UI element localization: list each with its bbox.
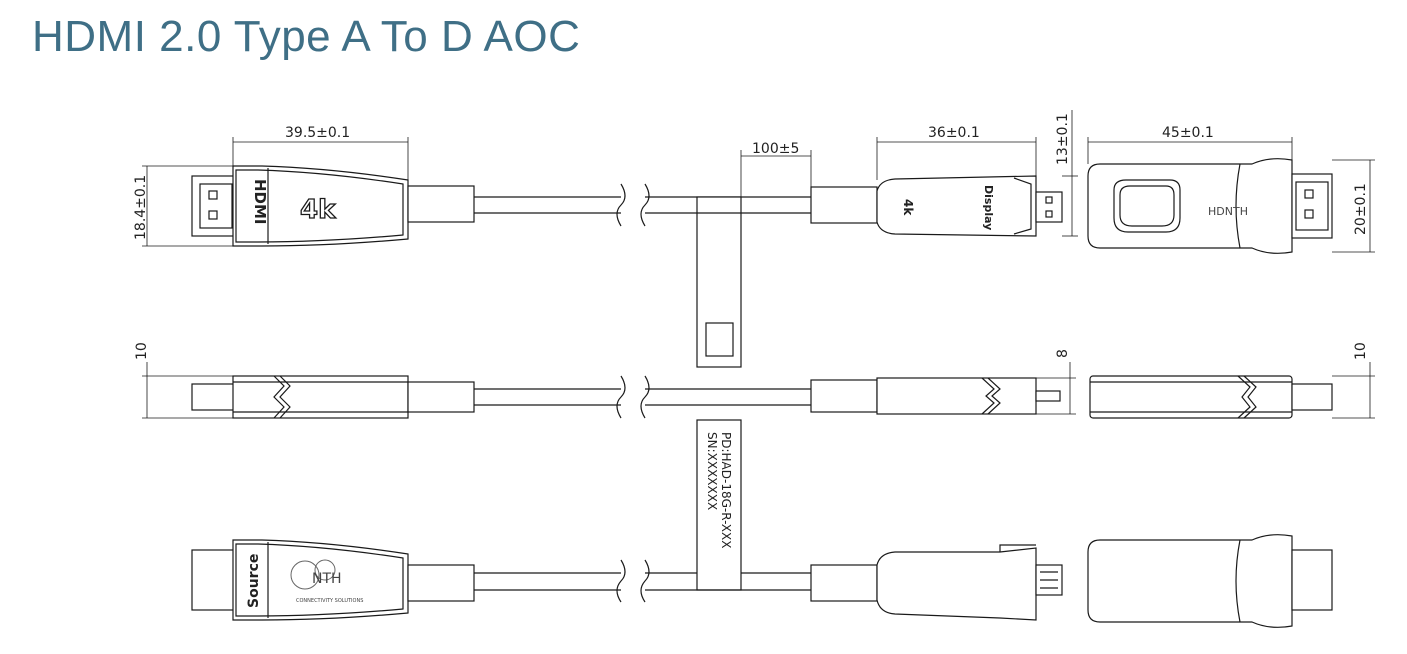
source-text-label: Source (246, 554, 262, 608)
label-tag (696, 196, 742, 368)
dim-display-height: 13±0.1 (1055, 113, 1071, 165)
brand-logo-text: NTH (312, 571, 342, 587)
row-side-view (191, 375, 1333, 419)
dim-source-height: 18.4±0.1 (133, 175, 149, 240)
dimension-lines-row1 (142, 110, 1375, 253)
display-strain-relief (810, 186, 878, 224)
dim-source-length: 39.5±0.1 (285, 125, 350, 141)
display-text-label: Display (982, 185, 995, 230)
dim-source-thickness: 10 (134, 342, 150, 360)
tag-line1: PD:HAD-18G-R-XXX (719, 432, 733, 548)
source-housing (232, 165, 409, 247)
adapter-housing-back (1087, 534, 1293, 628)
source-plug-back (191, 549, 235, 611)
dim-adapter-length: 45±0.1 (1162, 125, 1214, 141)
display-plug-tip (1035, 191, 1063, 223)
label-tag-printed (696, 419, 742, 591)
source-strain-relief (407, 185, 475, 223)
tag-line2: SN:XXXXXXX (705, 432, 719, 510)
dim-adapter-thickness: 10 (1353, 342, 1369, 360)
dim-display-length: 36±0.1 (928, 125, 980, 141)
display-housing-side (876, 377, 1037, 415)
dimension-lines-row2 (142, 362, 1375, 419)
page-title: HDMI 2.0 Type A To D AOC (32, 12, 581, 61)
adapter-plug-back (1291, 549, 1333, 611)
dim-label-offset: 100±5 (752, 141, 799, 157)
adapter-plug-side (1291, 383, 1333, 411)
adapter-plug-tip (1291, 173, 1333, 239)
dim-display-thickness: 8 (1055, 349, 1071, 358)
source-4k-label: 4k (300, 195, 336, 225)
source-plug-side (191, 383, 235, 411)
dim-adapter-height: 20±0.1 (1353, 183, 1369, 235)
display-4k-label: 4k (901, 199, 915, 216)
row-back-view (191, 534, 1333, 628)
adapter-logo: HDNTH (1208, 205, 1248, 218)
label-tag-window (705, 322, 734, 357)
source-housing-back (232, 539, 409, 621)
brand-logo: NTH CONNECTIVITY SOLUTIONS (290, 559, 363, 604)
source-housing-side (232, 375, 409, 419)
adapter-housing (1087, 158, 1293, 254)
source-plug-tip (191, 175, 235, 237)
brand-logo-tagline: CONNECTIVITY SOLUTIONS (296, 598, 363, 604)
display-plug-side (1035, 390, 1061, 402)
display-housing (876, 175, 1037, 237)
hdmi-logo-text: HDMI (251, 179, 269, 225)
display-housing-back (876, 547, 1037, 621)
row-front-view: HDMI 4k 4k Display (191, 158, 1333, 368)
